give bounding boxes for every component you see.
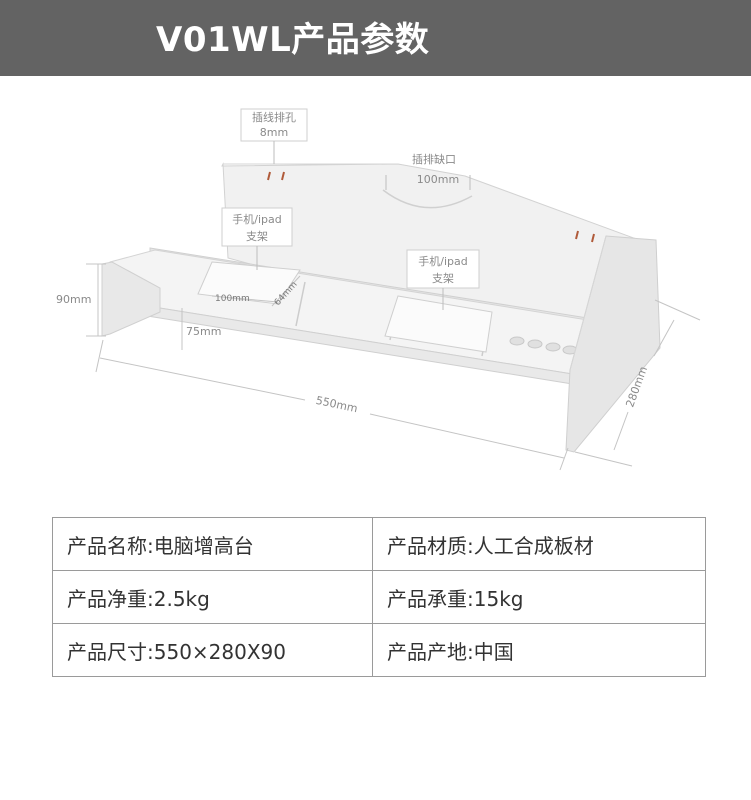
- spec-value: :2.5kg: [147, 586, 210, 611]
- hole-callout-line2: 8mm: [260, 126, 288, 139]
- phone-holder-right: [384, 295, 493, 353]
- holder-right-line1: 手机/ipad: [418, 254, 467, 268]
- spec-label: 产品名称: [67, 533, 147, 558]
- spec-row: 产品尺寸:550×280X90 产品产地:中国: [52, 623, 706, 677]
- spec-cell-size: 产品尺寸:550×280X90: [52, 623, 373, 677]
- hole-callout-line1: 插线排孔: [252, 110, 296, 124]
- spec-cell-origin: 产品产地:中国: [372, 623, 706, 677]
- spec-cell-name: 产品名称:电脑增高台: [52, 517, 373, 571]
- spec-cell-material: 产品材质:人工合成板材: [372, 517, 706, 571]
- spec-label: 产品尺寸: [67, 639, 147, 664]
- holder-left-line2: 支架: [246, 230, 268, 243]
- holder-left-line1: 手机/ipad: [232, 212, 281, 226]
- spec-table: 产品名称:电脑增高台 产品材质:人工合成板材 产品净重:2.5kg 产品承重:1…: [52, 517, 706, 677]
- holder-right-line2: 支架: [432, 272, 454, 285]
- spec-cell-net-weight: 产品净重:2.5kg: [52, 570, 373, 624]
- phone-holder-left: [197, 261, 301, 305]
- dim-length: 550mm: [315, 394, 359, 416]
- notch-callout-value: 100mm: [417, 173, 459, 186]
- spec-label: 产品产地: [387, 639, 467, 664]
- spec-label: 产品净重: [67, 586, 147, 611]
- dim-height: 90mm: [56, 293, 91, 306]
- spec-cell-load-capacity: 产品承重:15kg: [372, 570, 706, 624]
- product-diagram: 插线排孔 8mm 插排缺口 100mm 手机/ipad 支架 手机/ipad 支…: [56, 108, 701, 471]
- notch-callout-label: 插排缺口: [412, 152, 456, 166]
- spec-row: 产品名称:电脑增高台 产品材质:人工合成板材: [52, 517, 706, 571]
- page-title: V01WL产品参数: [156, 20, 430, 60]
- spec-value: :550×280X90: [147, 639, 286, 664]
- dim-leg: 75mm: [186, 325, 221, 338]
- spec-value: :电脑增高台: [147, 533, 254, 558]
- spec-label: 产品材质: [387, 533, 467, 558]
- spec-label: 产品承重: [387, 586, 467, 611]
- dim-slot-width: 100mm: [215, 294, 250, 304]
- spec-value: :15kg: [467, 586, 524, 611]
- spec-row: 产品净重:2.5kg 产品承重:15kg: [52, 570, 706, 624]
- spec-value: :人工合成板材: [467, 533, 594, 558]
- cable-notch: [382, 189, 473, 209]
- spec-value: :中国: [467, 639, 514, 664]
- header-banner: V01WL产品参数: [0, 0, 751, 76]
